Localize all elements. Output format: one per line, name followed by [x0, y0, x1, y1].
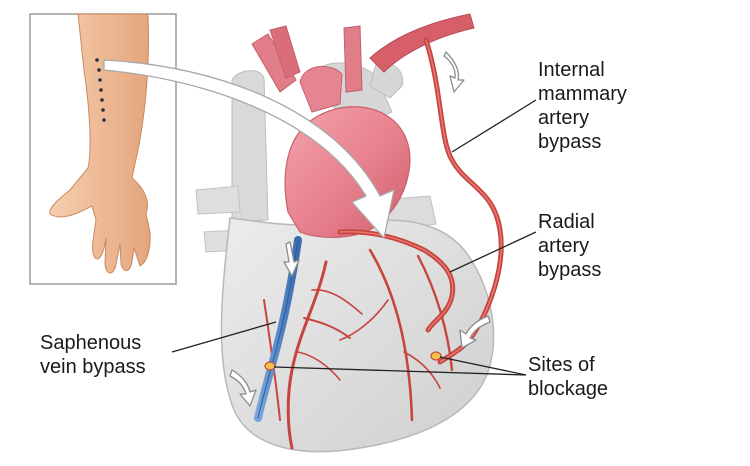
label-line: Radial	[538, 211, 595, 233]
label-line: Saphenous	[40, 332, 142, 354]
label-line: vein bypass	[40, 356, 146, 378]
label-line: artery	[538, 235, 590, 257]
label-line: artery	[538, 107, 590, 129]
forearm	[49, 13, 151, 274]
label-line: Sites of	[528, 354, 595, 376]
label-internal-mammary-artery-bypass: Internal mammary artery bypass	[538, 58, 627, 154]
label-line: Internal	[538, 59, 605, 81]
leader-lines	[171, 99, 537, 376]
incision-mark-icon	[95, 58, 106, 122]
label-line: bypass	[538, 259, 602, 281]
label-sites-of-blockage: Sites of blockage	[528, 353, 608, 401]
blockage-site-icon	[264, 351, 442, 371]
label-line: blockage	[528, 378, 609, 400]
label-radial-artery-bypass: Radial artery bypass	[538, 210, 601, 282]
graft-transfer-arrow	[103, 59, 395, 239]
forearm-inset	[29, 13, 177, 285]
label-saphenous-vein-bypass: Saphenous vein bypass	[40, 331, 146, 379]
label-line: mammary	[538, 83, 627, 105]
flow-arrow-icon	[229, 51, 491, 407]
label-line: bypass	[538, 131, 602, 153]
